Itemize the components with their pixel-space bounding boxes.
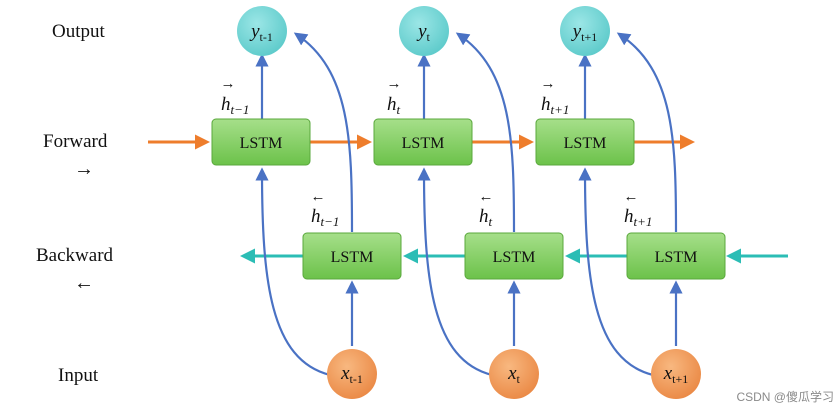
lstm-label: LSTM <box>493 249 536 266</box>
backward-lstm-cell-2: LSTM <box>464 232 564 280</box>
svg-text:ht+1: ht+1 <box>624 206 652 229</box>
svg-text:ht−1: ht−1 <box>221 94 249 117</box>
state-symbol: h <box>311 206 321 227</box>
input-node-2: xt <box>489 349 539 399</box>
state-symbol: h <box>541 94 551 115</box>
state-symbol: h <box>387 94 397 115</box>
output-subscript: t <box>427 30 431 44</box>
state-subscript: t <box>397 102 401 117</box>
svg-text:xt+1: xt+1 <box>663 363 689 386</box>
state-symbol: h <box>479 206 489 227</box>
state-arrow: ← <box>624 189 639 205</box>
input-subscript: t-1 <box>350 372 363 386</box>
output-row-label: Output <box>52 21 106 42</box>
state-arrow: ← <box>311 189 326 205</box>
svg-text:ht: ht <box>387 94 401 117</box>
forward-direction-arrow: → <box>74 158 94 180</box>
forward-lstm-cell-1: LSTM <box>211 118 311 166</box>
state-symbol: h <box>221 94 231 115</box>
bwd-to-output-3 <box>616 32 678 233</box>
forward-state-label-3: → ht+1 <box>541 76 570 117</box>
lstm-label: LSTM <box>655 249 698 266</box>
forward-row-label: Forward <box>43 131 108 152</box>
lstm-label: LSTM <box>240 135 283 152</box>
state-subscript: t−1 <box>321 214 340 229</box>
forward-lstm-cell-2: LSTM <box>373 118 473 166</box>
forward-state-label-1: → ht−1 <box>221 76 250 117</box>
input-subscript: t+1 <box>672 372 688 386</box>
backward-lstm-cell-3: LSTM <box>626 232 726 280</box>
backward-state-label-3: ← ht+1 <box>624 189 653 229</box>
connections <box>255 32 683 377</box>
state-subscript: t+1 <box>551 102 570 117</box>
svg-text:yt+1: yt+1 <box>571 21 598 44</box>
input-symbol: x <box>507 363 517 384</box>
input-subscript: t <box>517 372 521 386</box>
svg-text:ht+1: ht+1 <box>541 94 569 117</box>
input-to-fwd-3 <box>578 167 654 377</box>
output-subscript: t-1 <box>260 30 273 44</box>
output-symbol: y <box>249 21 260 42</box>
state-arrow: ← <box>479 189 494 205</box>
input-to-fwd-2 <box>417 167 493 377</box>
state-arrow: → <box>387 76 402 92</box>
output-node-1: yt-1 <box>237 6 287 56</box>
backward-direction-arrow: ← <box>74 272 94 294</box>
output-symbol: y <box>571 21 582 42</box>
bwd-to-output-2 <box>455 32 516 233</box>
svg-text:ht: ht <box>479 206 493 229</box>
svg-text:xt: xt <box>507 363 520 386</box>
backward-state-label-1: ← ht−1 <box>311 189 340 229</box>
state-subscript: t−1 <box>231 102 250 117</box>
state-arrow: → <box>541 76 556 92</box>
input-symbol: x <box>340 363 350 384</box>
input-node-1: xt-1 <box>327 349 377 399</box>
state-arrow: → <box>221 76 236 92</box>
state-subscript: t+1 <box>634 214 653 229</box>
output-node-2: yt <box>399 6 449 56</box>
lstm-label: LSTM <box>564 135 607 152</box>
forward-lstm-cell-3: LSTM <box>535 118 635 166</box>
svg-text:yt-1: yt-1 <box>249 21 273 44</box>
watermark: CSDN @傻瓜学习 <box>736 389 834 404</box>
input-node-3: xt+1 <box>651 349 701 399</box>
svg-text:xt-1: xt-1 <box>340 363 363 386</box>
state-subscript: t <box>489 214 493 229</box>
output-node-3: yt+1 <box>560 6 610 56</box>
bwd-to-output-1 <box>293 32 354 233</box>
lstm-label: LSTM <box>402 135 445 152</box>
backward-lstm-cell-1: LSTM <box>302 232 402 280</box>
output-subscript: t+1 <box>581 30 597 44</box>
svg-text:ht−1: ht−1 <box>311 206 339 229</box>
forward-state-label-2: → ht <box>387 76 402 117</box>
input-row-label: Input <box>58 365 99 386</box>
svg-text:yt: yt <box>416 21 430 44</box>
backward-row-label: Backward <box>36 245 114 266</box>
backward-state-label-2: ← ht <box>479 189 494 229</box>
lstm-label: LSTM <box>331 249 374 266</box>
input-to-fwd-1 <box>255 167 331 377</box>
input-symbol: x <box>663 363 673 384</box>
state-symbol: h <box>624 206 634 227</box>
output-symbol: y <box>416 21 427 42</box>
